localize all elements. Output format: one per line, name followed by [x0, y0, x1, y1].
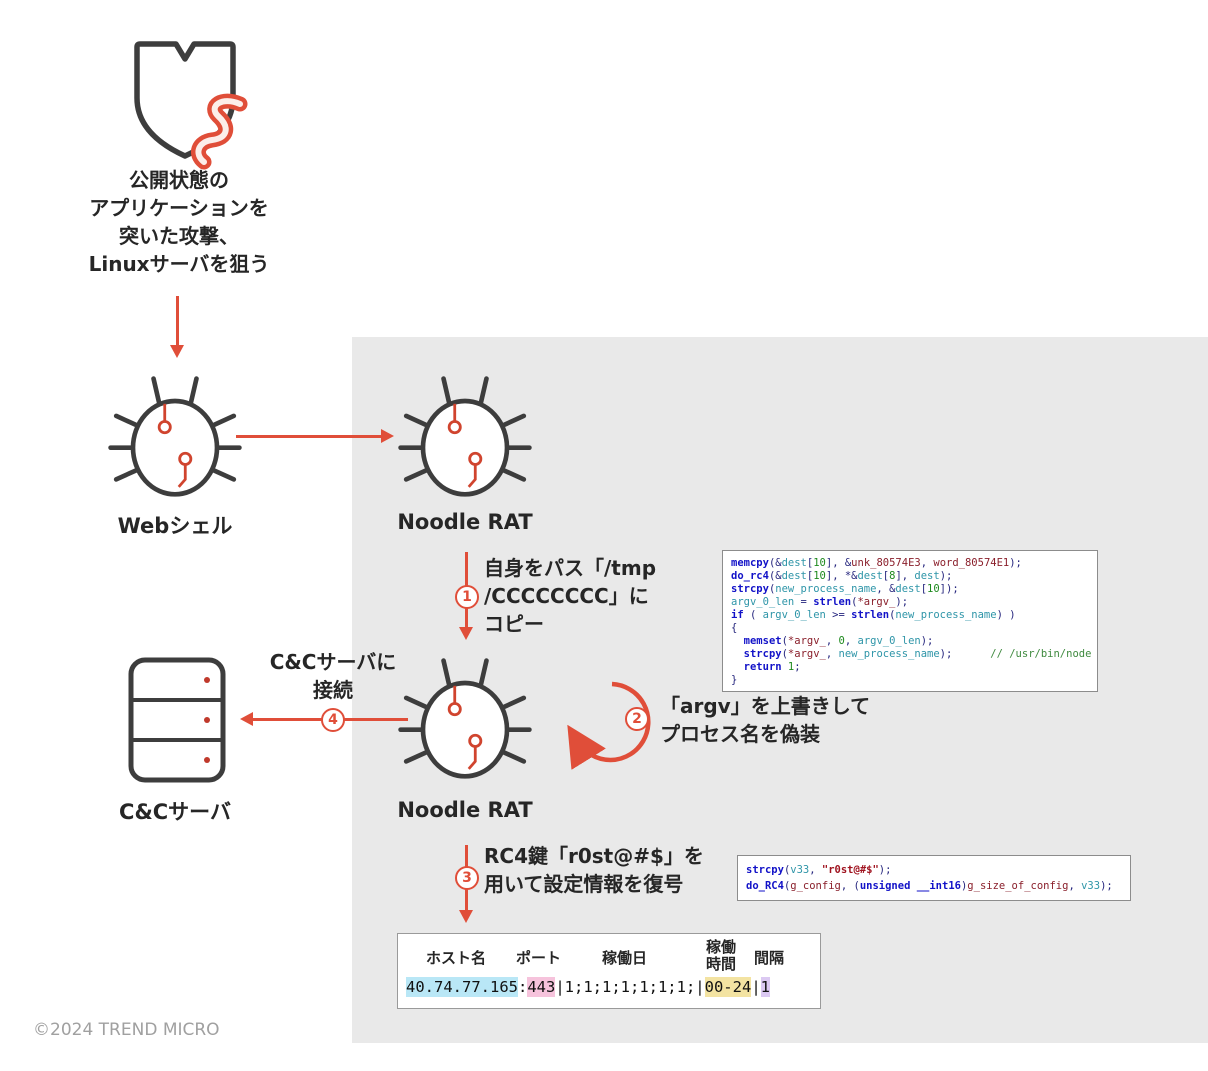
step4-badge: 4: [321, 708, 345, 732]
step1-badge: 1: [455, 585, 479, 609]
noodle-rat-top-label: Noodle RAT: [397, 510, 533, 534]
step3-badge: 3: [455, 866, 479, 890]
webshell-bug-icon: [108, 376, 242, 497]
cc-server-icon: [128, 657, 226, 783]
code-snippet-process-masquerade: memcpy(&dest[10], &unk_80574E3, word_805…: [722, 550, 1098, 692]
shield-worm-icon: [134, 41, 248, 170]
attack-description: 公開状態の アプリケーションを 突いた攻撃、 Linuxサーバを狙う: [88, 168, 270, 276]
noodle-rat-bug-icon: [398, 658, 532, 779]
copyright-text: ©2024 TREND MICRO: [33, 1020, 220, 1040]
step3-text: RC4鍵「r0st@#$」を 用いて設定情報を復号: [484, 844, 704, 896]
step4-text: C&Cサーバに 接続: [269, 650, 397, 702]
noodle-rat-bug-icon: [398, 376, 532, 497]
code-snippet-rc4-decrypt: strcpy(v33, "r0st@#$");do_RC4(g_config, …: [737, 855, 1131, 901]
arrow-intro-to-webshell: [170, 296, 184, 358]
config-header-interval: 間隔: [754, 949, 785, 967]
cc-server-label: C&Cサーバ: [119, 800, 231, 824]
config-header-hostname: ホスト名: [426, 949, 487, 967]
config-table: ホスト名 ポート 稼働日 稼働 時間 間隔 40.74.77.165:443|1…: [397, 933, 821, 1009]
noodle-rat-main-label: Noodle RAT: [397, 798, 533, 822]
config-header-active-hours: 稼働 時間: [705, 938, 736, 973]
config-header-port: ポート: [516, 949, 562, 967]
loop-arrow-icon: [567, 681, 651, 770]
step2-text: 「argv」を上書きして プロセス名を偽装: [660, 694, 871, 746]
webshell-label: Webシェル: [117, 514, 233, 538]
config-value-row: 40.74.77.165:443|1;1;1;1;1;1;1;|00-24|1: [406, 977, 770, 997]
step1-text: 自身をパス「/tmp /CCCCCCCC」に コピー: [484, 556, 657, 636]
step2-badge: 2: [625, 707, 649, 731]
arrow-webshell-to-noodlerat: [236, 429, 394, 443]
config-header-active-days: 稼働日: [602, 949, 648, 967]
